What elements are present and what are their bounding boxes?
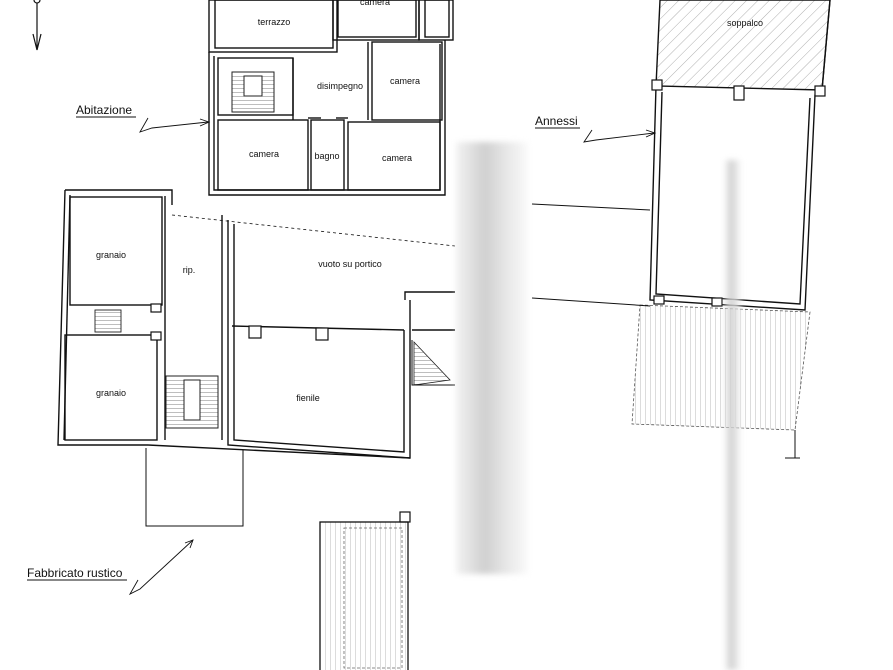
label-soppalco: soppalco (727, 18, 763, 28)
right-stairs (413, 340, 451, 386)
label-camera-bottom: camera (382, 153, 412, 163)
lower-shed (319, 521, 409, 670)
callout-annessi-text: Annessi (535, 114, 578, 128)
rustico-stairs-upper (94, 309, 122, 333)
label-camera-right: camera (390, 76, 420, 86)
label-camera-top: camera (360, 0, 390, 7)
north-arrow-icon (32, 0, 42, 51)
callout-annessi: Annessi (535, 114, 657, 143)
connector-lines (531, 203, 651, 307)
redacted-region-center (456, 142, 528, 574)
fabbricato-block (57, 189, 456, 527)
callout-abitazione-text: Abitazione (76, 103, 132, 117)
label-camera-left: camera (249, 149, 279, 159)
label-rip: rip. (183, 265, 196, 275)
callout-fabbricato-text: Fabbricato rustico (27, 566, 123, 580)
label-granaio-top: granaio (96, 250, 126, 260)
annessi-pillars (651, 79, 826, 307)
abitazione-block (208, 0, 454, 196)
label-granaio-bottom: granaio (96, 388, 126, 398)
callout-abitazione: Abitazione (76, 103, 211, 133)
label-fienile: fienile (296, 393, 320, 403)
label-disimpegno: disimpegno (317, 81, 363, 91)
pillars (150, 303, 411, 523)
room-labels: terrazzo camera disimpegno camera camera… (96, 0, 763, 403)
label-bagno: bagno (314, 151, 339, 161)
label-vuoto-su-portico: vuoto su portico (318, 259, 382, 269)
annessi-block (631, 0, 831, 459)
callout-fabbricato: Fabbricato rustico (27, 539, 194, 596)
redacted-region-right (725, 160, 741, 670)
rustico-stair-core (183, 379, 201, 421)
abitazione-stair-core (243, 75, 263, 97)
label-terrazzo: terrazzo (258, 17, 291, 27)
